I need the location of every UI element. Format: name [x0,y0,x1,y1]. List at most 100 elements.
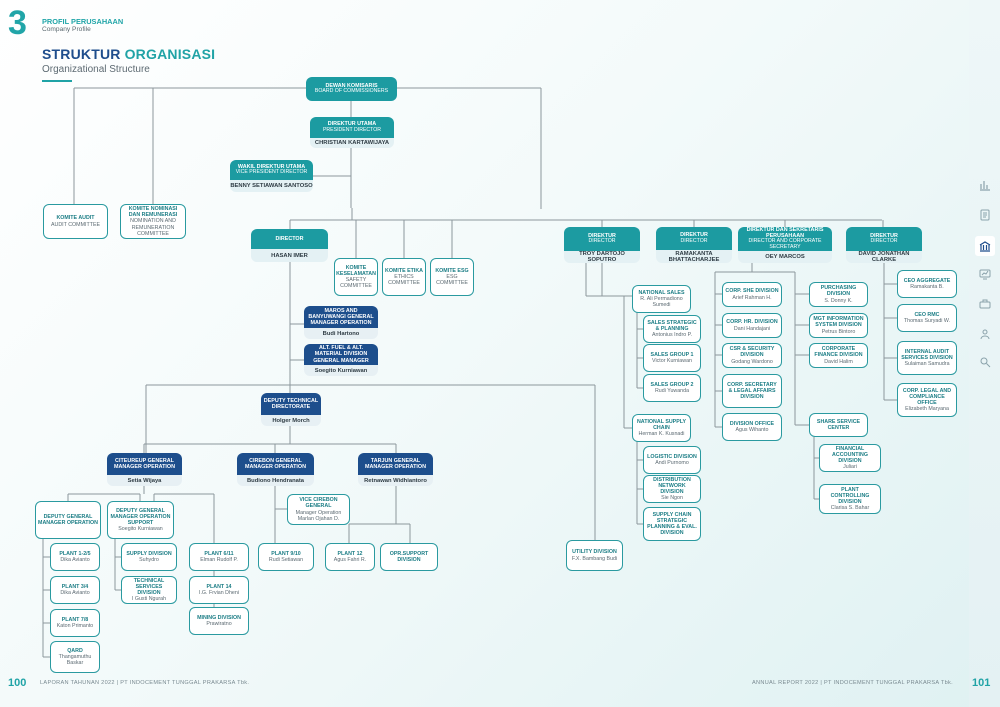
node-subtitle: Petrus Bintoro [821,328,856,335]
node-subtitle: VICE PRESIDENT DIRECTOR [235,169,308,176]
node-title: PLANT 6/11 [204,550,234,557]
node-subtitle: David Halim [824,358,853,365]
node-subtitle: I.G. Frvian Dheni [198,590,240,596]
node-title: PLANT 1-2/5 [59,550,91,557]
node-subtitle: S. Donny K. [824,297,853,304]
node-person: Setia Wijaya [107,475,182,486]
title-underline [42,80,72,82]
search-people-icon[interactable] [975,352,995,372]
chart-icon[interactable] [975,175,995,195]
node-title: PURCHASING DIVISION [820,285,857,298]
people-icon[interactable] [975,324,995,344]
node-title: DIREKTUR [870,232,898,239]
node-subtitle: R. Ali Permadiono Sumedi [640,295,683,309]
node-subtitle: DIRECTOR [588,238,616,245]
node-person: OEY MARCOS [738,251,832,263]
node-title: LOGISTIC DIVISION [647,453,697,460]
node-title: CEO AGGREGATE [903,277,951,284]
node-subtitle: Dika Avianto [60,590,90,596]
node-person: Holger Morch [261,415,321,426]
node-subtitle: Sulaiman Samudra [904,361,950,368]
node-title: PLANT CONTROLLING DIVISION [830,486,870,505]
node-subtitle: Thangamuthu Baskar [58,653,92,667]
node-person: Budiono Hendranata [237,475,314,486]
org-node-maros: MAROS AND BANYUWANGI GENERAL MANAGER OPE… [304,306,378,339]
building-icon[interactable] [975,236,995,256]
node-person: DAVID JONATHAN CLARKE [846,251,922,263]
monitor-chart-icon[interactable] [975,264,995,284]
node-title: Vice Cirebon General [299,497,338,510]
node-title: CORP. LEGAL AND COMPLIANCE OFFICE [902,387,952,406]
node-person: HASAN IMER [251,249,328,262]
node-subtitle: Suhydro [139,557,159,563]
org-node-altf: ALT. FUEL & ALT. MATERIAL DIVISION GENER… [304,344,378,376]
node-subtitle: Victor Kurniawan [652,358,692,364]
node-title: NATIONAL SUPPLY CHAIN [636,418,687,431]
node-header: CITEUREUP GENERAL MANAGER OPERATION [107,453,182,475]
briefcase-icon[interactable] [975,294,995,314]
node-subtitle: BOARD OF COMMISSIONERS [314,88,389,95]
node-subtitle: Thomas Suryadi W. [903,318,951,324]
page-number-right: 101 [972,677,991,689]
node-title: KOMITE ESG [435,267,469,274]
node-header: ALT. FUEL & ALT. MATERIAL DIVISION GENER… [304,344,378,365]
node-title: PLANT 9/10 [271,550,301,557]
footer-left: LAPORAN TAHUNAN 2022 | PT INDOCEMENT TUN… [40,680,250,686]
node-title: FINANCIAL ACCOUNTING DIVISION [832,445,868,464]
section-title: PROFIL PERUSAHAAN [42,17,124,26]
document-icon[interactable] [975,205,995,225]
node-person: BENNY SETIAWAN SANTOSO [230,180,313,192]
node-title: QARD [67,647,83,654]
node-subtitle: ETHICS COMMITTEE [388,273,420,287]
node-person: Soegito Kurniawan [304,365,378,376]
chapter-number: 3 [8,4,27,42]
node-title: MAROS AND BANYUWANGI GENERAL MANAGER OPE… [308,307,374,327]
node-subtitle: Godang Wardono [731,358,773,365]
org-node-dgms: DEPUTY GENERAL MANAGER OPERATION SUPPORT… [107,501,174,539]
node-subtitle: Rudi Setiawan [268,557,304,563]
node-title: OPR.SUPPORT DIVISION [389,550,429,563]
node-subtitle: Agus Wihanto [735,427,769,433]
node-title: WAKIL DIREKTUR UTAMA [237,163,306,170]
node-title: TARJUN GENERAL MANAGER OPERATION [365,457,426,470]
node-header: DEPUTY TECHNICAL DIRECTORATE [261,393,321,415]
node-subtitle: Agus Fahri R. [333,557,367,563]
node-title: SALES STRATEGIC & PLANNING [647,319,697,332]
side-nav [969,0,1000,707]
node-header: CIREBON GENERAL MANAGER OPERATION [237,453,314,475]
node-subtitle: Herman K. Kusnadi [638,431,685,438]
node-subtitle: Manager Operation [295,509,342,516]
node-title: DEPUTY GENERAL MANAGER OPERATION SUPPORT [110,507,171,526]
node-person: RAMAKANTA BHATTACHARJEE [656,250,732,263]
node-title: KOMITE AUDIT [56,215,95,222]
node-title: CSR & SECURITY DIVISION [729,346,775,359]
node-title: SHARE SERVICE CENTER [816,418,861,431]
